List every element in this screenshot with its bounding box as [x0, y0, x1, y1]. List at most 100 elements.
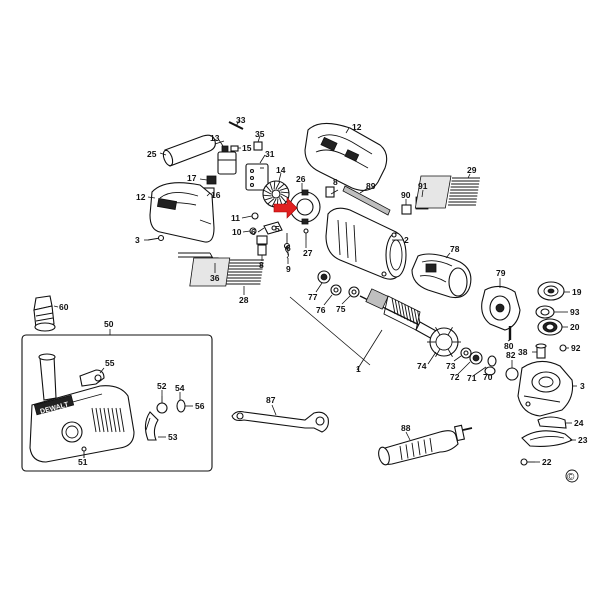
callout-72: 72 [450, 372, 460, 382]
callout-77: 77 [308, 292, 318, 302]
callout-12-top: 12 [352, 122, 362, 132]
callout-5: 5 [275, 224, 280, 234]
callout-70: 70 [483, 372, 493, 382]
bearing-77 [317, 270, 331, 284]
callout-79: 79 [496, 268, 506, 278]
callout-15: 15 [242, 143, 252, 153]
gear-head-3 [517, 360, 574, 417]
callout-93: 93 [570, 307, 580, 317]
screws-5-6-10-11 [249, 212, 291, 250]
callout-51: 51 [78, 457, 88, 467]
callout-6-lower: 6 [286, 243, 291, 253]
washer-93 [535, 305, 555, 319]
module-31 [245, 163, 269, 191]
bracket-53 [144, 411, 159, 441]
callout-76: 76 [316, 305, 326, 315]
callout-29: 29 [467, 165, 477, 175]
callout-88: 88 [401, 423, 411, 433]
callout-20: 20 [570, 322, 580, 332]
callout-60: 60 [59, 302, 69, 312]
ring-20 [537, 318, 563, 336]
copyright-mark: © [565, 469, 579, 483]
label-29 [414, 175, 480, 209]
flange-19 [537, 281, 565, 301]
label-28 [189, 257, 264, 287]
gear-plate-79 [481, 285, 521, 331]
callout-56: 56 [195, 401, 205, 411]
callout-16: 16 [211, 190, 221, 200]
screw-15 [230, 145, 239, 152]
leader-lines [53, 119, 577, 463]
field-78 [411, 253, 472, 299]
rear-housing-12-left [149, 182, 215, 243]
callout-33: 33 [236, 115, 246, 125]
callout-87: 87 [266, 395, 276, 405]
shroud: DEWALT [29, 353, 135, 463]
bar-89 [342, 185, 391, 216]
switch-13 [217, 145, 237, 175]
callout-90: 90 [401, 190, 411, 200]
callout-23: 23 [578, 435, 588, 445]
callout-71: 71 [467, 373, 477, 383]
callout-92: 92 [571, 343, 581, 353]
callout-11: 11 [231, 213, 240, 223]
bracket-52 [156, 396, 168, 414]
callout-74: 74 [417, 361, 427, 371]
callout-50: 50 [104, 319, 114, 329]
screw-4 [147, 234, 165, 242]
callout-14: 14 [276, 165, 286, 175]
copyright-text: © [567, 472, 575, 483]
callout-8-lower: 8 [259, 260, 264, 270]
screw-22 [520, 458, 535, 466]
small-part-35 [253, 141, 263, 151]
guard-clamp-24 [537, 416, 567, 429]
callout-10: 10 [232, 227, 242, 237]
callout-75: 75 [336, 304, 346, 314]
callout-17: 17 [187, 173, 197, 183]
clamp-55 [79, 369, 105, 387]
side-handle-25 [162, 134, 225, 167]
callout-89: 89 [366, 181, 376, 191]
brushes-8-9-27 [257, 228, 309, 259]
callout-4: 3 [135, 235, 140, 245]
callout-3: 3 [580, 381, 585, 391]
callout-9: 9 [286, 264, 291, 274]
callout-31: 31 [265, 149, 275, 159]
callout-labels: 25 33 13 15 35 31 17 16 14 26 12 12 11 1… [59, 115, 588, 467]
bearing-72 [469, 351, 483, 365]
callout-91: 91 [418, 181, 428, 191]
callout-53: 53 [168, 432, 178, 442]
brush-8-upper [325, 186, 335, 198]
callout-73: 73 [446, 361, 456, 371]
oring-82 [505, 367, 519, 381]
callout-2: 2 [404, 235, 409, 245]
callout-24: 24 [574, 418, 584, 428]
callout-55: 55 [105, 358, 115, 368]
fan-14 [262, 180, 290, 208]
callout-52: 52 [157, 381, 167, 391]
callout-8-upper: 8 [333, 177, 338, 187]
callout-54: 54 [175, 383, 185, 393]
callout-28: 28 [239, 295, 249, 305]
callout-1: 1 [356, 364, 361, 374]
red-arrow-indicator [273, 197, 298, 219]
washer-73 [460, 347, 472, 359]
callout-36: 36 [210, 273, 220, 283]
callout-22: 22 [542, 457, 552, 467]
ring-71 [487, 355, 497, 367]
callout-38: 38 [518, 347, 528, 357]
callout-80: 80 [504, 341, 514, 351]
callout-82: 82 [506, 350, 516, 360]
washer-76 [330, 284, 342, 296]
callout-35: 35 [255, 129, 265, 139]
knob-54 [176, 399, 186, 413]
dust-cap-60 [33, 295, 56, 332]
callout-26: 26 [296, 174, 306, 184]
brush-ring-26 [289, 189, 321, 225]
guard-23 [521, 430, 573, 447]
washer-75 [348, 286, 360, 298]
callout-78: 78 [450, 244, 460, 254]
motor-housing-2 [325, 207, 407, 280]
